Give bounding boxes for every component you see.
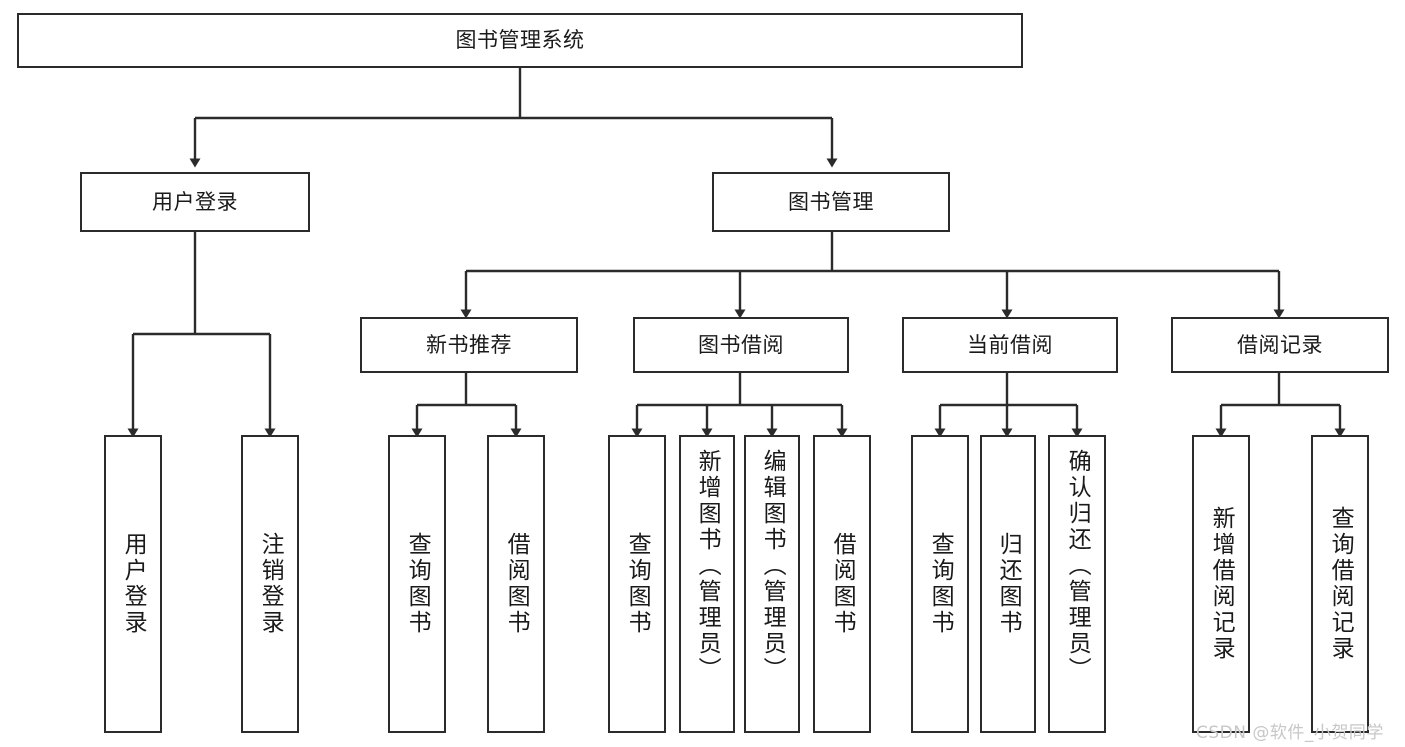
leaf-confirm-return-admin[interactable]: 确认归还（管理员） xyxy=(1048,435,1106,733)
csdn-watermark: CSDN @软件_小贺同学 xyxy=(1196,723,1384,743)
node-book-management[interactable]: 图书管理 xyxy=(712,172,950,232)
node-label: 查询借阅记录 xyxy=(1327,506,1354,662)
leaf-user-login[interactable]: 用户登录 xyxy=(104,435,162,733)
leaf-query-borrow-record[interactable]: 查询借阅记录 xyxy=(1311,435,1369,733)
node-label: 图书借阅 xyxy=(698,332,784,357)
leaf-new-book-query[interactable]: 查询图书 xyxy=(388,435,446,733)
node-root-book-management-system[interactable]: 图书管理系统 xyxy=(17,13,1023,68)
node-label: 注销登录 xyxy=(257,532,284,636)
node-label: 借阅图书 xyxy=(503,532,530,636)
node-label: 查询图书 xyxy=(927,532,954,636)
node-label: 借阅图书 xyxy=(829,532,856,636)
leaf-add-borrow-record[interactable]: 新增借阅记录 xyxy=(1192,435,1250,733)
leaf-borrow-query-book[interactable]: 查询图书 xyxy=(608,435,666,733)
node-label: 确认归还（管理员） xyxy=(1064,449,1091,683)
leaf-edit-book-admin[interactable]: 编辑图书（管理员） xyxy=(744,435,800,733)
node-current-borrow[interactable]: 当前借阅 xyxy=(902,317,1118,373)
leaf-borrow-book[interactable]: 借阅图书 xyxy=(813,435,871,733)
node-label: 查询图书 xyxy=(624,532,651,636)
node-user-login[interactable]: 用户登录 xyxy=(80,172,310,232)
node-label: 编辑图书（管理员） xyxy=(759,449,786,683)
node-borrow-record[interactable]: 借阅记录 xyxy=(1171,317,1389,373)
leaf-add-book-admin[interactable]: 新增图书（管理员） xyxy=(679,435,735,733)
node-label: 用户登录 xyxy=(120,532,147,636)
node-label: 归还图书 xyxy=(995,532,1022,636)
node-label: 当前借阅 xyxy=(967,332,1053,357)
node-label: 新增借阅记录 xyxy=(1208,506,1235,662)
node-new-book-recommend[interactable]: 新书推荐 xyxy=(360,317,578,373)
leaf-return-book[interactable]: 归还图书 xyxy=(980,435,1036,733)
node-label: 查询图书 xyxy=(404,532,431,636)
leaf-current-query-book[interactable]: 查询图书 xyxy=(911,435,969,733)
node-label: 借阅记录 xyxy=(1237,332,1323,357)
leaf-user-logout[interactable]: 注销登录 xyxy=(241,435,299,733)
node-label: 图书管理系统 xyxy=(455,28,585,53)
node-label: 新书推荐 xyxy=(426,332,512,357)
leaf-new-book-borrow[interactable]: 借阅图书 xyxy=(487,435,545,733)
node-book-borrow[interactable]: 图书借阅 xyxy=(633,317,849,373)
node-label: 用户登录 xyxy=(152,189,238,214)
node-label: 图书管理 xyxy=(788,189,874,214)
node-label: 新增图书（管理员） xyxy=(694,449,721,683)
